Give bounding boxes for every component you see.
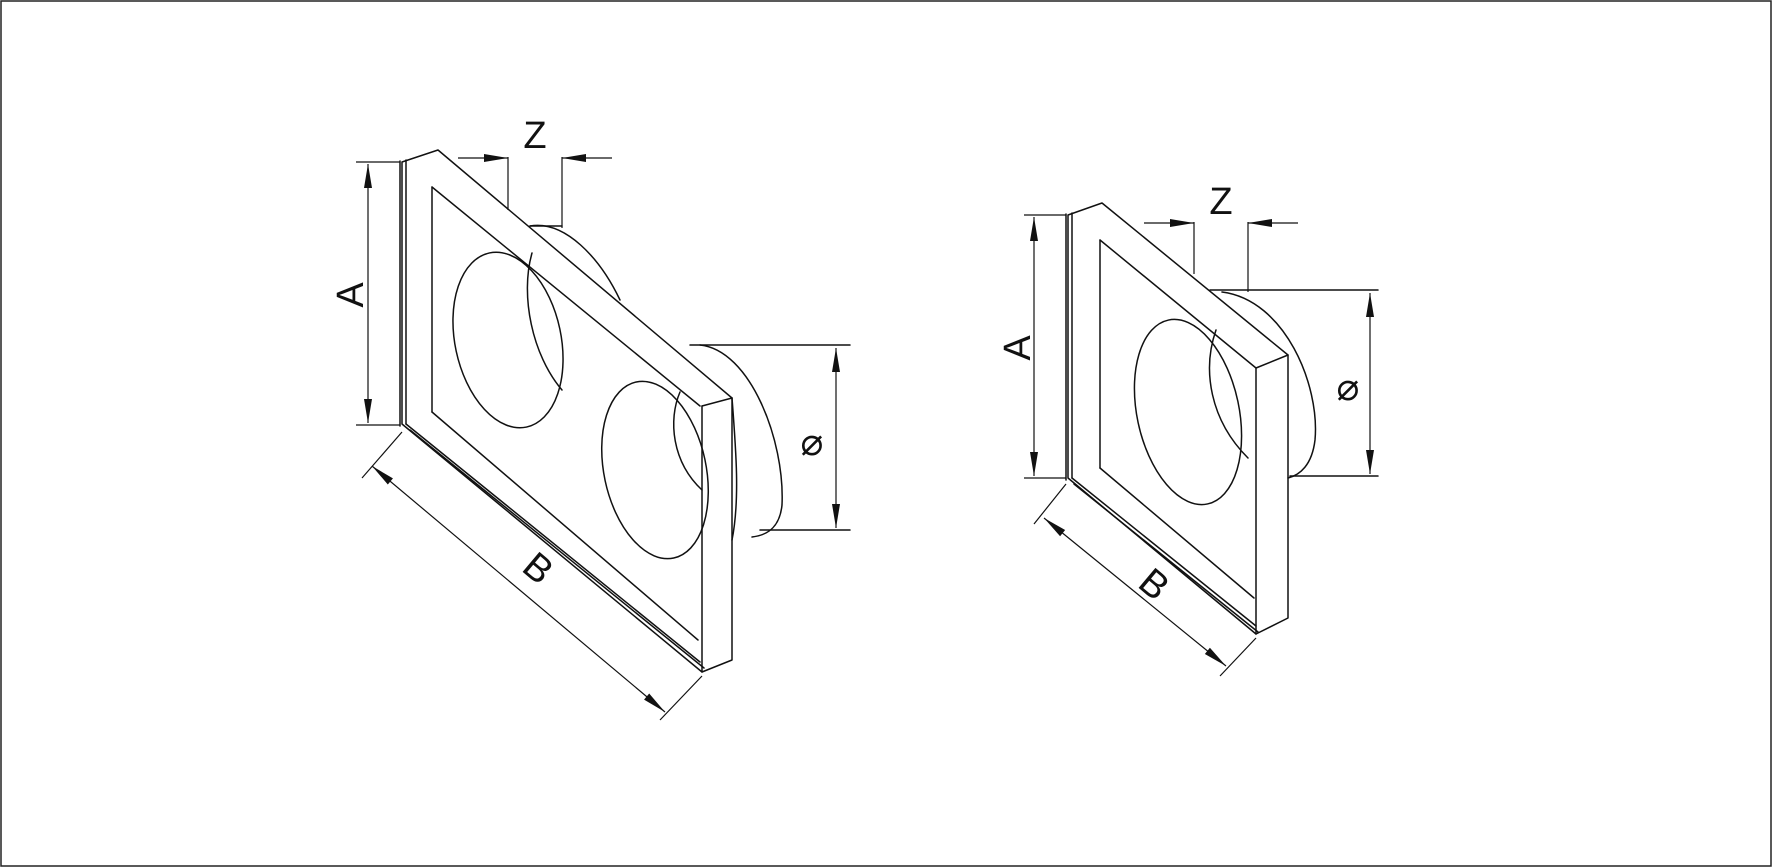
dimension-b: B [361,431,703,721]
label-z: Z [1209,181,1232,223]
dimension-z: Z [458,115,612,228]
outlet-opening [1133,318,1249,506]
dimension-a: A [330,161,400,426]
dimension-a: A [997,214,1066,479]
dimension-z: Z [1144,181,1298,292]
label-z: Z [523,115,546,157]
label-a: A [330,282,372,308]
rectangular-frame [1065,202,1289,635]
dimension-diameter: ⌀ [1337,293,1374,474]
dimension-b: B [1033,483,1257,677]
label-diameter: ⌀ [801,422,824,464]
label-b: B [1131,561,1177,609]
side-spigot [1209,289,1379,479]
outlet-openings [452,251,710,560]
rear-spigot [529,224,621,301]
label-b: B [515,545,561,593]
double-outlet-adapter-drawing: A B Z ⌀ [330,115,851,721]
dimension-diameter: ⌀ [801,348,840,528]
label-diameter: ⌀ [1337,367,1360,409]
single-outlet-adapter-drawing: A B Z ⌀ [997,181,1379,677]
side-spigot [689,344,851,541]
label-a: A [997,335,1039,361]
rectangular-frame [399,149,733,673]
